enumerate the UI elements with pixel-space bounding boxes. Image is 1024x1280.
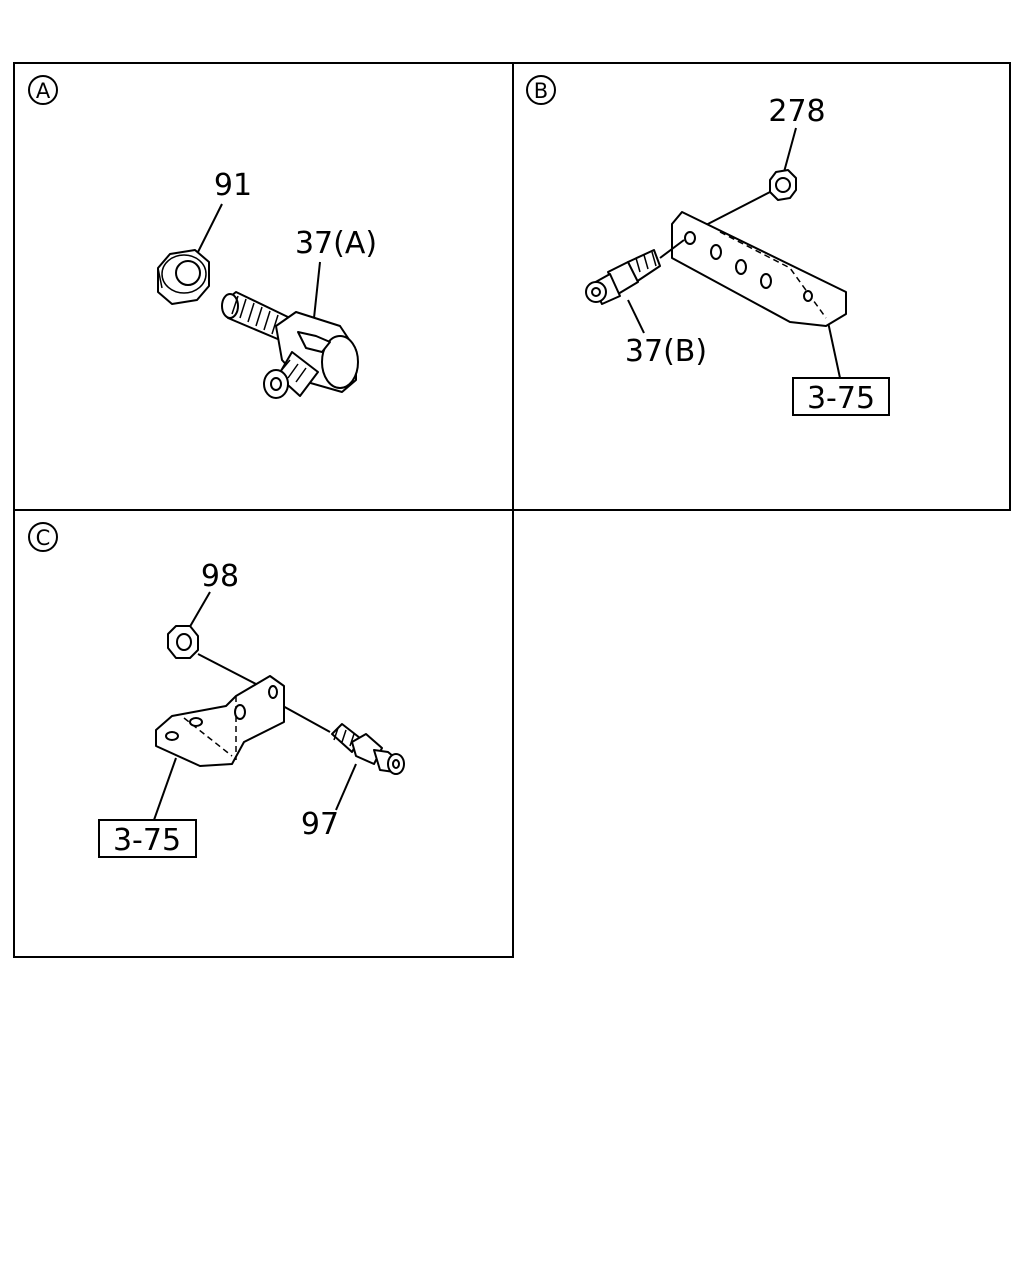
panel-b: B 278 37(B) 3-75 <box>526 75 890 416</box>
leader-37b <box>627 299 645 334</box>
panel-b-marker: B <box>526 75 556 105</box>
ref-box-b: 3-75 <box>792 377 890 416</box>
label-37a: 37(A) <box>295 226 377 261</box>
fitting-37b-icon <box>585 239 685 305</box>
panel-c: C 98 97 3-75 <box>28 522 405 858</box>
ref-box-c-text: 3-75 <box>113 823 181 858</box>
label-97: 97 <box>301 807 339 842</box>
panel-b-frame <box>512 62 1011 511</box>
leader-91 <box>194 203 223 259</box>
panel-c-marker: C <box>28 522 58 552</box>
panel-a: A 91 37(A) <box>28 75 377 399</box>
ref-box-c: 3-75 <box>98 819 197 858</box>
panel-a-marker-text: A <box>36 79 51 103</box>
label-37b: 37(B) <box>625 334 707 369</box>
bracket-b-icon <box>671 211 847 327</box>
panel-b-marker-text: B <box>534 79 548 103</box>
panel-c-frame <box>13 509 514 958</box>
assembly-line-b <box>703 191 771 227</box>
leader-98 <box>187 591 211 631</box>
nut-98-icon <box>167 625 199 659</box>
bracket-c-icon <box>155 675 285 767</box>
assembly-line-c <box>197 653 257 685</box>
label-98: 98 <box>201 559 239 594</box>
nut-91-icon <box>157 249 210 305</box>
leader-3-75-b <box>827 321 841 379</box>
panel-a-frame <box>13 62 514 511</box>
label-91: 91 <box>214 168 252 203</box>
panel-a-marker: A <box>28 75 58 105</box>
leader-97 <box>335 763 357 811</box>
leader-3-75-c <box>153 757 177 821</box>
label-278: 278 <box>768 94 825 129</box>
fitting-37a-icon <box>221 291 359 399</box>
ref-box-b-text: 3-75 <box>807 381 875 416</box>
leader-278 <box>783 127 797 173</box>
fitting-97-icon <box>331 723 405 775</box>
leader-37a <box>313 261 321 319</box>
panel-c-marker-text: C <box>36 526 51 550</box>
nut-278-icon <box>769 169 797 201</box>
